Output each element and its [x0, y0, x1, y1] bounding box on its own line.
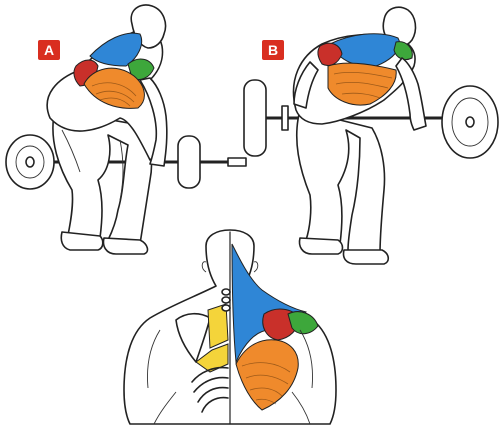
plate-b-left [243, 79, 267, 157]
label-b-badge: B [262, 40, 284, 60]
ribs-left [191, 366, 229, 413]
figure-b-arm-right [395, 57, 427, 131]
foot-b-left [298, 237, 344, 255]
figure-a-legs [52, 109, 153, 245]
figure-b [243, 6, 499, 265]
scapula-left [175, 312, 211, 363]
spine [221, 288, 231, 312]
figure-a [5, 4, 247, 255]
barbell-a [5, 134, 247, 190]
figure-b-legs [295, 109, 386, 255]
label-a-badge: A [38, 40, 60, 60]
foot-b-right [342, 249, 390, 265]
foot-a-left [60, 231, 104, 251]
figure-c [123, 229, 337, 425]
plate-a-right [177, 135, 201, 189]
figure-a-arm [139, 77, 168, 167]
foot-a-right [102, 237, 149, 255]
figure-b-arm-left [293, 61, 319, 109]
